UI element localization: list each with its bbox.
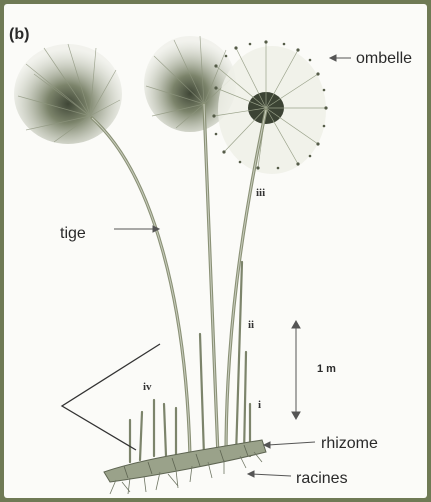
- racines-label: racines: [296, 470, 348, 488]
- figure-panel: (b) ombelle tige rhizome racines iii ii …: [4, 4, 427, 498]
- stage-iii-label: iii: [256, 187, 265, 199]
- scale-bar: [292, 321, 300, 419]
- stage-iv-label: iv: [143, 381, 152, 393]
- rhizome-body: [104, 440, 266, 482]
- scale-bar-label: 1 m: [317, 363, 336, 375]
- papyrus-illustration: [4, 4, 427, 498]
- stage-i-label: i: [258, 399, 261, 411]
- panel-label: (b): [9, 26, 29, 44]
- inset-outline: [62, 344, 160, 450]
- tige-label: tige: [60, 225, 86, 243]
- umbel-left: [14, 44, 122, 144]
- rhizome-label: rhizome: [321, 435, 378, 453]
- ombelle-label: ombelle: [356, 50, 412, 68]
- stage-ii-label: ii: [248, 319, 254, 331]
